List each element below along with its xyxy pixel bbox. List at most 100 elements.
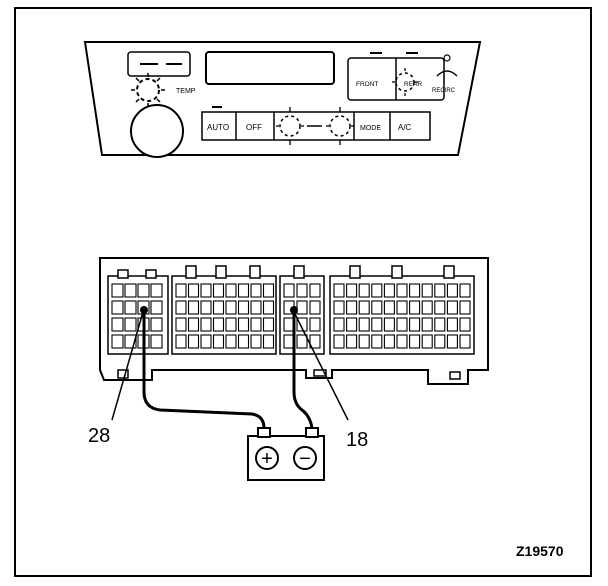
callout-18: 18: [346, 429, 368, 451]
terminal-cavity: [262, 317, 275, 332]
terminal-18: [290, 306, 298, 314]
terminal-cavity: [175, 283, 187, 298]
terminal-cavity: [383, 283, 395, 298]
terminal-cavity: [346, 317, 358, 332]
terminal-cavity: [296, 283, 308, 298]
terminal-cavity: [111, 317, 124, 332]
terminal-cavity: [296, 334, 308, 349]
terminal-cavity: [459, 283, 471, 298]
terminal-cavity: [150, 300, 163, 315]
negative-terminal-icon: [293, 446, 317, 470]
terminal-cavity: [434, 300, 446, 315]
terminal-cavity: [262, 283, 275, 298]
terminal-cavity: [434, 283, 446, 298]
display-window: [205, 51, 335, 85]
terminal-cavity: [187, 317, 200, 332]
callout-leaders: [111, 311, 349, 421]
terminal-cavity: [346, 283, 358, 298]
connector-latches: [117, 265, 455, 279]
positive-symbol: +: [261, 448, 273, 470]
terminal-cavity: [421, 317, 433, 332]
figure-id: Z19570: [516, 543, 564, 559]
terminal-cavity: [262, 300, 275, 315]
terminal-cavity: [237, 334, 250, 349]
terminal-cavity: [371, 300, 383, 315]
mode-button-label: MODE: [360, 125, 381, 132]
terminal-cavity: [237, 300, 250, 315]
terminal-cavity: [283, 283, 295, 298]
terminal-cavity: [409, 300, 421, 315]
terminal-cavity: [250, 283, 262, 298]
terminal-cavity: [409, 334, 421, 349]
terminal-cavity: [250, 317, 262, 332]
recirc-indicator: [443, 54, 451, 62]
callout-28: 28: [88, 425, 110, 447]
terminal-cavity: [200, 300, 212, 315]
test-leads: [142, 312, 314, 429]
terminal-cavity: [396, 283, 408, 298]
terminal-cavity: [262, 334, 275, 349]
terminal-cavity: [346, 300, 358, 315]
terminal-cavity: [346, 334, 358, 349]
negative-symbol: −: [299, 448, 311, 470]
terminal-cavity: [358, 283, 370, 298]
terminal-cavity: [421, 283, 433, 298]
temp-label: TEMP: [176, 88, 196, 95]
terminal-cavity: [137, 283, 150, 298]
terminal-cavity: [396, 334, 408, 349]
terminal-cavity: [333, 317, 345, 332]
terminal-cavity: [187, 334, 200, 349]
terminal-cavity: [358, 334, 370, 349]
terminal-cavity: [446, 300, 458, 315]
terminal-cavity: [111, 300, 124, 315]
rear-indicator-lit: [395, 72, 415, 92]
terminal-cavity: [237, 283, 250, 298]
terminal-cavity: [421, 334, 433, 349]
terminal-cavity: [409, 283, 421, 298]
positive-terminal-icon: [255, 446, 279, 470]
terminal-cavity: [212, 300, 225, 315]
off-button-label: OFF: [246, 123, 262, 132]
terminal-cavity: [150, 334, 163, 349]
temp-indicator-lit: [136, 78, 160, 102]
front-label: FRONT: [356, 81, 378, 88]
ac-button-label: A/C: [398, 123, 412, 132]
terminal-cavity: [371, 283, 383, 298]
terminal-cavity: [187, 300, 200, 315]
terminal-cavity: [250, 334, 262, 349]
terminal-cavity: [309, 317, 321, 332]
terminal-cavity: [150, 317, 163, 332]
blower-indicator-rays: [276, 107, 354, 145]
terminal-28: [140, 306, 148, 314]
recirc-label: RECIRC: [432, 88, 456, 94]
terminal-cavity: [396, 300, 408, 315]
terminal-cavity: [446, 283, 458, 298]
terminal-cavity: [175, 317, 187, 332]
terminal-cavity: [296, 300, 308, 315]
terminal-cavity: [358, 317, 370, 332]
terminal-cavity: [200, 317, 212, 332]
terminal-cavity: [434, 317, 446, 332]
terminal-cavity: [175, 300, 187, 315]
figure-border: [14, 7, 592, 577]
terminal-cavity: [434, 334, 446, 349]
temp-indicator-rays: [131, 73, 165, 107]
terminal-cavity: [150, 283, 163, 298]
terminal-cavity: [212, 283, 225, 298]
terminal-cavity: [459, 334, 471, 349]
terminal-cavity: [212, 317, 225, 332]
blower-high-indicator-lit: [329, 115, 351, 137]
climate-control-panel: TEMP FRONT REAR RECIRC AUTO OFF MODE A/C: [83, 41, 482, 158]
terminal-cavity: [371, 317, 383, 332]
terminal-cavity: [175, 334, 187, 349]
terminal-cavity: [250, 300, 262, 315]
auto-button-label: AUTO: [207, 123, 229, 132]
terminal-cavity: [237, 317, 250, 332]
terminal-cavity: [124, 300, 137, 315]
terminal-cavity: [409, 317, 421, 332]
terminal-cavity: [111, 283, 124, 298]
terminal-cavity: [225, 317, 237, 332]
recirc-icon: [436, 70, 458, 77]
terminal-cavity: [124, 334, 137, 349]
